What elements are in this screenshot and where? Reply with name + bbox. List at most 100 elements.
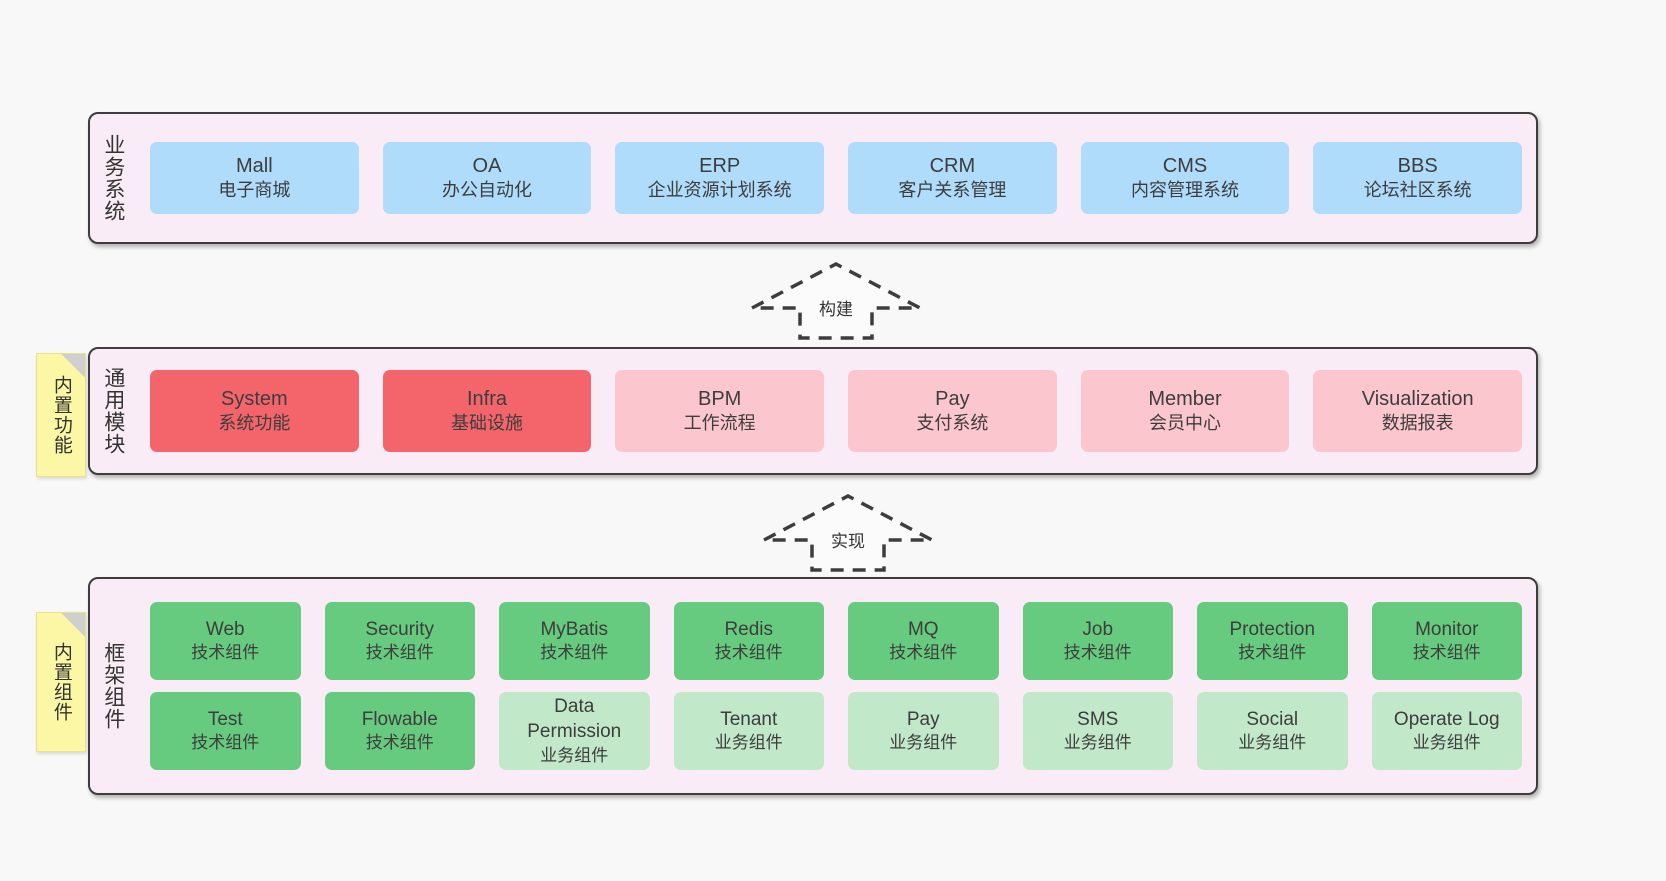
- module-card-en: Pay: [906, 708, 940, 730]
- module-card-cn: 业务组件: [1412, 733, 1481, 753]
- module-card-cn: 技术组件: [714, 643, 783, 663]
- module-card-cn: 内容管理系统: [1131, 180, 1240, 201]
- module-card-cn: 技术组件: [365, 643, 434, 663]
- module-card-cn: 系统功能: [218, 413, 291, 434]
- module-card-cn: 技术组件: [540, 643, 609, 663]
- module-card-en: ERP: [699, 155, 741, 178]
- module-card-tenant[interactable]: Tenant 业务组件: [673, 692, 824, 770]
- module-card-en: Pay: [935, 388, 970, 411]
- arrow-build-up: 构建: [748, 258, 924, 342]
- module-card-job[interactable]: Job 技术组件: [1022, 602, 1173, 680]
- module-card-cn: 工作流程: [683, 413, 756, 434]
- module-card-en: Infra: [466, 388, 508, 411]
- module-card-cn: 数据报表: [1381, 413, 1454, 434]
- module-card-en: Protection: [1229, 618, 1316, 640]
- module-card-sms[interactable]: SMS 业务组件: [1022, 692, 1173, 770]
- module-card-cn: 企业资源计划系统: [647, 180, 792, 201]
- module-card-cn: 办公自动化: [442, 180, 532, 201]
- layer-row: Test 技术组件 Flowable 技术组件 Data Permission …: [150, 692, 1522, 770]
- layer-title-common: 通用模块: [101, 367, 125, 455]
- module-card-cn: 技术组件: [365, 733, 434, 753]
- layer-body-business: Mall 电子商城 OA 办公自动化 ERP 企业资源计划系统 CRM 客户关系…: [136, 114, 1536, 242]
- module-card-cn: 业务组件: [1238, 733, 1307, 753]
- module-card-en: CRM: [929, 155, 976, 178]
- module-card-member[interactable]: Member 会员中心: [1080, 370, 1290, 452]
- module-card-system[interactable]: System 系统功能: [150, 370, 359, 452]
- module-card-protection[interactable]: Protection 技术组件: [1197, 602, 1348, 680]
- module-card-cn: 论坛社区系统: [1363, 180, 1472, 201]
- module-card-operate-log[interactable]: Operate Log 业务组件: [1371, 692, 1522, 770]
- module-card-data-permission[interactable]: Data Permission 业务组件: [499, 692, 650, 770]
- module-card-cn: 电子商城: [218, 180, 291, 201]
- module-card-security[interactable]: Security 技术组件: [324, 602, 475, 680]
- module-card-cn: 技术组件: [191, 643, 260, 663]
- module-card-en: BBS: [1397, 155, 1438, 178]
- module-card-en: Tenant: [720, 708, 778, 730]
- module-card-cn: 技术组件: [191, 733, 260, 753]
- module-card-cn: 技术组件: [1412, 643, 1481, 663]
- arrow-implement-up: 实现: [760, 490, 936, 574]
- module-card-en: Security: [365, 618, 435, 640]
- module-card-en: Operate Log: [1393, 708, 1500, 730]
- layer-common-module: 通用模块 System 系统功能 Infra 基础设施 BPM 工作流程 Pay…: [88, 347, 1538, 475]
- module-card-cn: 技术组件: [889, 643, 958, 663]
- module-card-redis[interactable]: Redis 技术组件: [673, 602, 824, 680]
- layer-row: Web 技术组件 Security 技术组件 MyBatis 技术组件 Redi…: [150, 602, 1522, 680]
- module-card-bpm[interactable]: BPM 工作流程: [615, 370, 825, 452]
- layer-body-common: System 系统功能 Infra 基础设施 BPM 工作流程 Pay 支付系统…: [136, 349, 1536, 473]
- module-card-en: System: [220, 388, 288, 411]
- module-card-web[interactable]: Web 技术组件: [150, 602, 301, 680]
- module-card-en: Flowable: [361, 708, 438, 730]
- module-card-cn: 业务组件: [889, 733, 958, 753]
- module-card-cn: 客户关系管理: [898, 180, 1007, 201]
- module-card-mybatis[interactable]: MyBatis 技术组件: [499, 602, 650, 680]
- module-card-social[interactable]: Social 业务组件: [1197, 692, 1348, 770]
- module-card-flowable[interactable]: Flowable 技术组件: [324, 692, 475, 770]
- module-card-en: Test: [207, 708, 243, 730]
- module-card-oa[interactable]: OA 办公自动化: [382, 142, 592, 214]
- module-card-en: OA: [472, 155, 502, 178]
- module-card-pay-business[interactable]: Pay 业务组件: [848, 692, 999, 770]
- layer-framework-component: 框架组件 Web 技术组件 Security 技术组件 MyBatis 技术组件…: [88, 577, 1538, 795]
- module-card-en: Data Permission: [527, 696, 622, 742]
- sticky-note-label: 内置组件: [50, 642, 72, 722]
- module-card-cn: 业务组件: [1063, 733, 1132, 753]
- module-card-en: CMS: [1162, 155, 1208, 178]
- module-card-erp[interactable]: ERP 企业资源计划系统: [615, 142, 825, 214]
- sticky-note-builtin-component: 内置组件: [36, 612, 86, 752]
- module-card-cms[interactable]: CMS 内容管理系统: [1080, 142, 1290, 214]
- module-card-en: Social: [1246, 708, 1299, 730]
- layer-title-business: 业务系统: [101, 134, 125, 222]
- module-card-mall[interactable]: Mall 电子商城: [150, 142, 359, 214]
- module-card-en: Redis: [724, 618, 774, 640]
- module-card-cn: 业务组件: [540, 745, 609, 765]
- dashed-up-arrow-icon: [763, 494, 933, 572]
- module-card-bbs[interactable]: BBS 论坛社区系统: [1313, 142, 1523, 214]
- module-card-cn: 业务组件: [714, 733, 783, 753]
- module-card-en: Job: [1082, 618, 1114, 640]
- module-card-cn: 技术组件: [1063, 643, 1132, 663]
- module-card-monitor[interactable]: Monitor 技术组件: [1371, 602, 1522, 680]
- layer-row: System 系统功能 Infra 基础设施 BPM 工作流程 Pay 支付系统…: [150, 370, 1523, 452]
- module-card-en: SMS: [1077, 708, 1119, 730]
- layer-business-system: 业务系统 Mall 电子商城 OA 办公自动化 ERP 企业资源计划系统 CRM…: [88, 112, 1538, 244]
- layer-row: Mall 电子商城 OA 办公自动化 ERP 企业资源计划系统 CRM 客户关系…: [150, 142, 1523, 214]
- layer-title-framework: 框架组件: [101, 642, 125, 730]
- module-card-crm[interactable]: CRM 客户关系管理: [848, 142, 1057, 214]
- module-card-visualization[interactable]: Visualization 数据报表: [1313, 370, 1523, 452]
- module-card-en: Monitor: [1415, 618, 1479, 640]
- module-card-en: Mall: [236, 155, 273, 178]
- sticky-note-label: 内置功能: [50, 375, 72, 455]
- module-card-test[interactable]: Test 技术组件: [150, 692, 301, 770]
- module-card-en: MQ: [907, 618, 939, 640]
- module-card-cn: 会员中心: [1149, 413, 1222, 434]
- module-card-infra[interactable]: Infra 基础设施: [382, 370, 592, 452]
- module-card-cn: 技术组件: [1238, 643, 1307, 663]
- module-card-pay[interactable]: Pay 支付系统: [848, 370, 1057, 452]
- sticky-note-builtin-function: 内置功能: [36, 353, 86, 477]
- layer-body-framework: Web 技术组件 Security 技术组件 MyBatis 技术组件 Redi…: [136, 579, 1536, 793]
- module-card-mq[interactable]: MQ 技术组件: [848, 602, 999, 680]
- dashed-up-arrow-icon: [751, 262, 921, 340]
- module-card-en: Member: [1148, 388, 1222, 411]
